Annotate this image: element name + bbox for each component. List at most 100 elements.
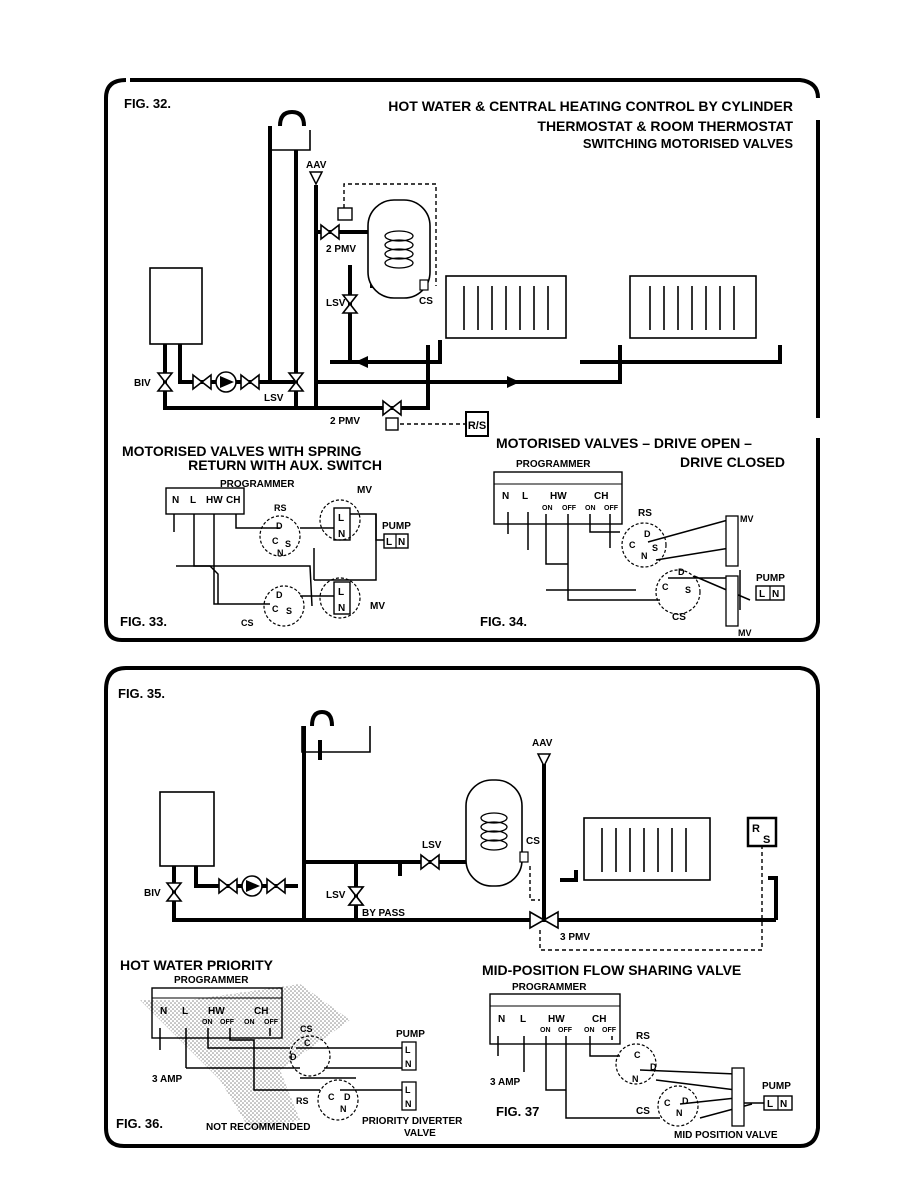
fig35-cylinder-coil — [480, 812, 508, 851]
fig34-title-line2: DRIVE CLOSED — [680, 454, 785, 470]
fig34-cs-c: C — [662, 582, 669, 592]
fig33-pump-l: L — [386, 537, 392, 548]
fig33-rs-s: S — [285, 539, 291, 549]
fig37-pump-n: N — [780, 1099, 787, 1110]
fig33-term-l: L — [190, 495, 196, 506]
lsv-cyl-label: LSV — [326, 298, 346, 309]
lsv-left-label: LSV — [264, 393, 284, 404]
top-panel-frame — [104, 78, 820, 642]
fig35-3pmv-valve — [529, 910, 559, 930]
fig33-mv-bottom-box — [333, 581, 351, 615]
top-panel: FIG. 32. HOT WATER & CENTRAL HEATING CON… — [104, 78, 820, 642]
cs-sensor — [419, 279, 429, 291]
fig37-cs-c: C — [664, 1098, 671, 1108]
pump-isolating-valve-2 — [240, 374, 260, 390]
fig33-rs-switch — [259, 515, 301, 557]
pmv-upper-label: 2 PMV — [326, 244, 356, 255]
fig35-room-stat — [746, 816, 778, 848]
2pmv-upper-valve — [320, 224, 340, 240]
fig36-cs-c: C — [304, 1038, 311, 1048]
fig33-mv-top-label: MV — [357, 485, 372, 496]
fig36: HOT WATER PRIORITY PROGRAMMER N L HW CH … — [116, 957, 463, 1139]
fig32-label: FIG. 32. — [124, 96, 171, 111]
fig34-cs-s: S — [685, 585, 691, 595]
fig35-rs-r: R — [752, 823, 760, 835]
cs-label: CS — [419, 296, 433, 307]
fig35-label: FIG. 35. — [118, 686, 165, 701]
fig36-pump-n: N — [405, 1059, 412, 1069]
fig32-title-line2: THERMOSTAT & ROOM THERMOSTAT — [537, 118, 793, 134]
flow-arrow-left — [355, 356, 368, 368]
fig37-title: MID-POSITION FLOW SHARING VALVE — [482, 962, 741, 978]
fig35-aav-label: AAV — [532, 738, 553, 749]
fig37-amp-label: 3 AMP — [490, 1077, 521, 1088]
fig36-cs-label: CS — [300, 1024, 313, 1034]
fig34: MOTORISED VALVES – DRIVE OPEN – DRIVE CL… — [480, 435, 785, 638]
fig34-cs-d: D — [678, 567, 685, 577]
fig33-mv-bottom-n: N — [338, 603, 345, 614]
fig36-term-l: L — [182, 1006, 188, 1017]
fig34-rs-label: RS — [638, 508, 652, 519]
fig35-pmv-label: 3 PMV — [560, 932, 590, 943]
fig36-wiring — [159, 1028, 404, 1091]
radiator-1 — [445, 275, 567, 339]
fig37-mid-valve-terminals — [731, 1067, 745, 1127]
fig35-biv-valve — [166, 882, 182, 902]
radiator-2 — [629, 275, 757, 339]
fig33-label: FIG. 33. — [120, 614, 167, 629]
fig35-pump-iso-1 — [218, 878, 238, 894]
fig37-pump-label: PUMP — [762, 1081, 791, 1092]
fig33-mv-bottom-l: L — [338, 587, 344, 598]
fig36-programmer-label: PROGRAMMER — [174, 975, 249, 986]
fig37-programmer-label: PROGRAMMER — [512, 982, 587, 993]
not-recommended-hatch — [140, 984, 350, 1130]
fig37-cs-n: N — [676, 1108, 683, 1118]
fig33-rs-n: N — [277, 548, 284, 558]
fig36-term-ch: CH — [254, 1006, 268, 1017]
fig33-rs-c: C — [272, 536, 279, 546]
fig33-cs-c: C — [272, 604, 279, 614]
fig35-pump-iso-2 — [266, 878, 286, 894]
fig33-programmer-box — [165, 487, 245, 515]
fig35-biv-label: BIV — [144, 888, 161, 899]
fig34-term-hw: HW — [550, 491, 567, 502]
fig35-cs-sensor — [519, 851, 529, 863]
fig37-term-ch: CH — [592, 1014, 606, 1025]
fig37-programmer-box — [489, 993, 621, 1045]
fig33-cs-label: CS — [241, 618, 254, 628]
fig37-cs-switch — [657, 1085, 699, 1127]
fig37-pump-l: L — [767, 1099, 773, 1110]
fig36-valve-l: L — [405, 1085, 411, 1095]
fig33-term-n: N — [172, 495, 179, 506]
fig34-mv-top-label: MV — [740, 514, 754, 524]
fig36-pump-l: L — [405, 1045, 411, 1055]
fig36-ch-off: OFF — [264, 1019, 279, 1026]
fig34-programmer-box — [493, 471, 623, 525]
fig36-ch-on: ON — [244, 1019, 255, 1026]
fig32-pipes — [163, 109, 782, 410]
fig32-title-line3: SWITCHING MOTORISED VALVES — [583, 136, 794, 151]
fig35-control-wiring — [529, 846, 763, 951]
fig34-mv-top-terminals — [725, 515, 739, 567]
fig36-term-n: N — [160, 1006, 167, 1017]
fig37: MID-POSITION FLOW SHARING VALVE PROGRAMM… — [482, 962, 793, 1141]
fig36-valve-n: N — [405, 1099, 412, 1109]
fig33-mv-top-n: N — [338, 529, 345, 540]
pmv-actuator — [337, 207, 353, 221]
biv-label: BIV — [134, 378, 151, 389]
fig36-rs-d: D — [344, 1092, 351, 1102]
2pmv-lower-valve — [382, 400, 402, 416]
flow-arrow-right — [507, 376, 520, 388]
fig37-hw-on: ON — [540, 1027, 551, 1034]
fig36-term-hw: HW — [208, 1006, 225, 1017]
fig35-tank — [301, 726, 371, 753]
fig33-term-hw: HW — [206, 495, 223, 506]
pump-isolating-valve-1 — [192, 374, 212, 390]
fig37-cs-label: CS — [636, 1106, 650, 1117]
fig34-rs-d: D — [644, 529, 651, 539]
fig34-ch-off: OFF — [604, 505, 619, 512]
fig37-term-l: L — [520, 1014, 526, 1025]
fig34-term-ch: CH — [594, 491, 608, 502]
fig34-hw-on: ON — [542, 505, 553, 512]
fig33-mv-bottom-label: MV — [370, 601, 385, 612]
